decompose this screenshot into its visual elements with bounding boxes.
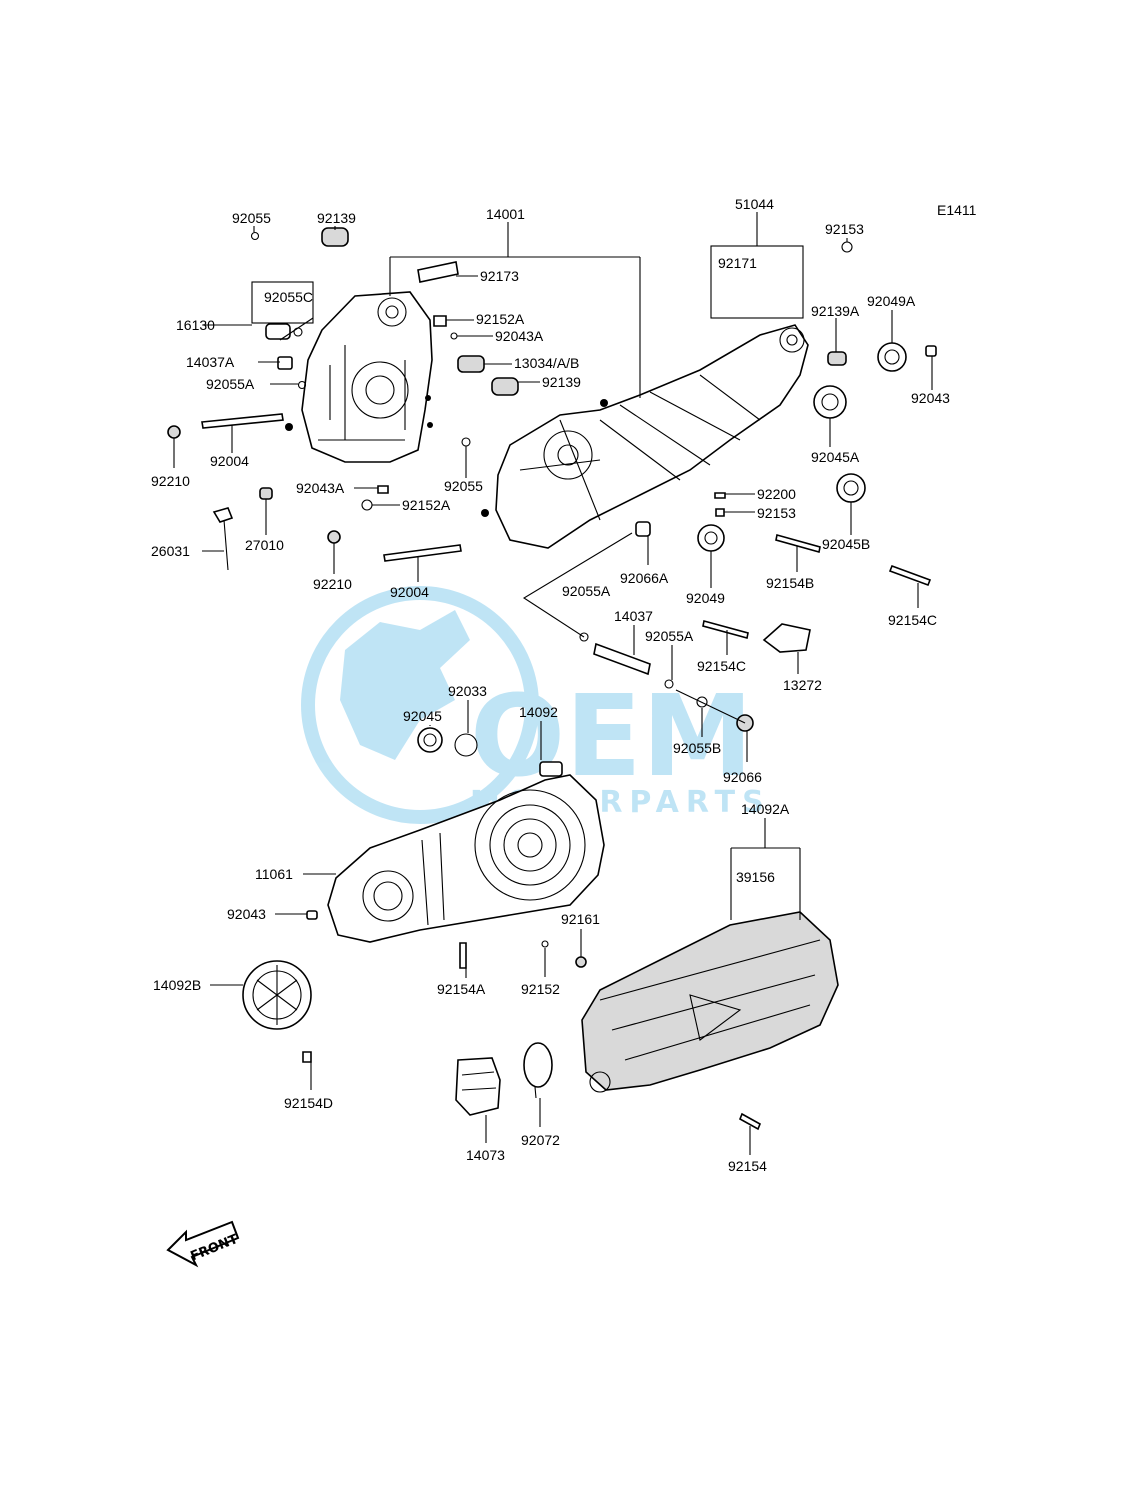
- label-14092b: 14092B: [153, 977, 201, 993]
- label-92045: 92045: [403, 708, 442, 724]
- label-92055a-right: 92055A: [645, 628, 694, 644]
- label-92043a: 92043A: [495, 328, 544, 344]
- label-92154: 92154: [728, 1158, 767, 1174]
- cover-14092b: [242, 960, 312, 1030]
- label-92055-mid: 92055: [444, 478, 483, 494]
- label-92055a: 92055A: [206, 376, 255, 392]
- label-92043-lower: 92043: [227, 906, 266, 922]
- watermark: OEM MOTORPARTS: [301, 586, 764, 824]
- label-92066a: 92066A: [620, 570, 669, 586]
- label-11061: 11061: [255, 866, 293, 882]
- label-92049: 92049: [686, 590, 725, 606]
- label-14073: 14073: [466, 1147, 505, 1163]
- label-92139-lower: 92139: [542, 374, 581, 390]
- left-crankcase-half: [285, 291, 433, 463]
- label-92152a-lower: 92152A: [402, 497, 451, 513]
- label-26031: 26031: [151, 543, 190, 559]
- label-27010: 27010: [245, 537, 284, 553]
- label-14092a: 14092A: [741, 801, 790, 817]
- label-92154b: 92154B: [766, 575, 814, 591]
- label-92055: 92055: [232, 210, 271, 226]
- label-92055b: 92055B: [673, 740, 721, 756]
- label-92171: 92171: [718, 255, 757, 271]
- label-92055a-mid: 92055A: [562, 583, 611, 599]
- label-92210: 92210: [151, 473, 190, 489]
- label-14092: 14092: [519, 704, 558, 720]
- label-14037: 14037: [614, 608, 653, 624]
- diagram-code: E1411: [937, 202, 977, 218]
- label-92152a: 92152A: [476, 311, 525, 327]
- label-16130: 16130: [176, 317, 215, 333]
- label-92154c: 92154C: [888, 612, 937, 628]
- label-13272: 13272: [783, 677, 822, 693]
- label-92154a: 92154A: [437, 981, 486, 997]
- label-92045b: 92045B: [822, 536, 870, 552]
- watermark-logo-text: OEM: [470, 672, 753, 802]
- label-92139: 92139: [317, 210, 356, 226]
- label-92033: 92033: [448, 683, 487, 699]
- label-92049a: 92049A: [867, 293, 916, 309]
- label-92154d: 92154D: [284, 1095, 333, 1111]
- label-92161: 92161: [561, 911, 600, 927]
- part-labels: 92055 92139 14001 51044 92153 92173 9217…: [151, 196, 950, 1174]
- label-92173: 92173: [480, 268, 519, 284]
- label-92004: 92004: [210, 453, 249, 469]
- leader-lines: [173, 212, 933, 1155]
- intake-duct: [455, 1042, 553, 1116]
- label-92055c: 92055C: [264, 289, 313, 305]
- label-14037a: 14037A: [186, 354, 235, 370]
- label-92153: 92153: [825, 221, 864, 237]
- label-92139a: 92139A: [811, 303, 860, 319]
- label-92043a-lower: 92043A: [296, 480, 345, 496]
- label-92072: 92072: [521, 1132, 560, 1148]
- label-92210-lower: 92210: [313, 576, 352, 592]
- label-51044: 51044: [735, 196, 774, 212]
- watermark-globe-ring: [301, 586, 539, 824]
- label-92045a: 92045A: [811, 449, 860, 465]
- label-92154c-lower: 92154C: [697, 658, 746, 674]
- label-92153-lower: 92153: [757, 505, 796, 521]
- label-92200: 92200: [757, 486, 796, 502]
- label-92066: 92066: [723, 769, 762, 785]
- label-13034: 13034/A/B: [514, 355, 579, 371]
- label-92152: 92152: [521, 981, 560, 997]
- label-92043: 92043: [911, 390, 950, 406]
- label-14001: 14001: [486, 206, 525, 222]
- label-39156: 39156: [736, 869, 775, 885]
- label-92004-lower: 92004: [390, 584, 429, 600]
- right-crankcase-half: [481, 324, 809, 549]
- belt-cover: [327, 761, 605, 943]
- front-direction-arrow: FRONT: [166, 1220, 240, 1268]
- outer-cover-14092a: [581, 911, 839, 1093]
- watermark-continents: [340, 610, 470, 760]
